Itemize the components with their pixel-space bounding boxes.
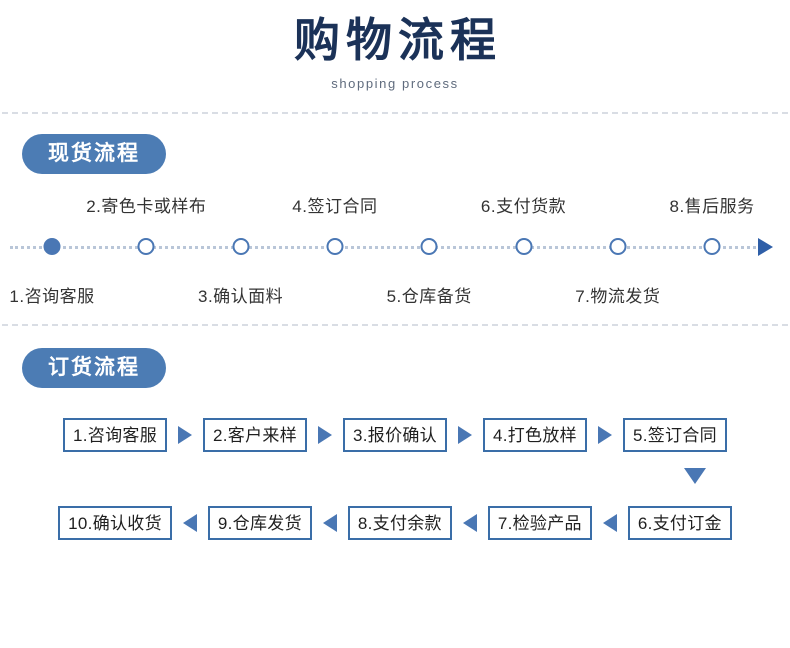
timeline-dot-6[interactable] <box>515 238 532 256</box>
timeline-dot-1[interactable] <box>43 238 61 256</box>
stock-section-header: 现货流程 <box>0 134 790 175</box>
flow-box-bottom-5[interactable]: 6.支付订金 <box>627 506 732 541</box>
arrow-left-icon <box>322 514 337 533</box>
badge-stock-flow: 现货流程 <box>22 134 166 175</box>
flow-box-top-3[interactable]: 3.报价确认 <box>343 418 447 453</box>
timeline-dot-7[interactable] <box>609 238 627 256</box>
timeline-label-6: 6.支付货款 <box>480 197 567 217</box>
timeline-dot-8[interactable] <box>703 238 721 256</box>
flow-box-top-2[interactable]: 2.客户来样 <box>203 418 307 453</box>
flowchart-row-top: 1.咨询客服 2.客户来样 3.报价确认 4.打色放样 5.签订合同 <box>0 418 790 453</box>
badge-order-flow: 订货流程 <box>22 348 166 389</box>
timeline-label-2: 2.寄色卡或样布 <box>86 197 207 217</box>
arrow-left-icon <box>182 514 197 533</box>
page-subtitle: shopping process <box>331 76 459 92</box>
divider-top <box>2 112 788 115</box>
arrow-right-icon <box>318 426 332 445</box>
timeline-label-4: 4.签订合同 <box>292 197 378 217</box>
flowchart-row-bottom: 10.确认收货 9.仓库发货 8.支付余款 7.检验产品 6.支付订金 <box>0 506 790 541</box>
arrow-left-icon <box>462 514 477 533</box>
divider-middle <box>2 324 788 327</box>
timeline-dot-4[interactable] <box>326 238 344 256</box>
timeline-label-1: 1.咨询客服 <box>9 287 95 307</box>
arrow-left-icon <box>602 514 617 533</box>
order-section-header: 订货流程 <box>0 348 790 389</box>
order-flowchart: 1.咨询客服 2.客户来样 3.报价确认 4.打色放样 5.签订合同 10.确认收货 9.… <box>0 406 790 566</box>
arrow-right-icon <box>457 426 472 445</box>
timeline-label-5: 5.仓库备货 <box>386 287 472 307</box>
flow-box-top-4[interactable]: 4.打色放样 <box>482 418 587 453</box>
flow-box-bottom-2[interactable]: 9.仓库发货 <box>207 506 312 541</box>
flow-box-bottom-1[interactable]: 10.确认收货 <box>58 506 172 541</box>
stock-timeline: 2.寄色卡或样布 4.签订合同 6.支付货款 8.售后服务 1.咨询客服 3.确认面料 5… <box>0 184 790 324</box>
timeline-dot-3[interactable] <box>232 238 250 256</box>
timeline-labels-top: 2.寄色卡或样布 4.签订合同 6.支付货款 8.售后服务 <box>0 192 790 222</box>
flow-box-top-5[interactable]: 5.签订合同 <box>622 418 727 453</box>
arrow-down-icon <box>684 468 706 485</box>
timeline-track <box>10 246 762 250</box>
arrow-right-icon <box>758 238 774 257</box>
flow-box-bottom-4[interactable]: 7.检验产品 <box>487 506 592 541</box>
timeline-dot-5[interactable] <box>420 238 438 256</box>
timeline-label-3: 3.确认面料 <box>198 287 284 307</box>
flow-box-bottom-3[interactable]: 8.支付余款 <box>347 506 452 541</box>
timeline-label-8: 8.售后服务 <box>669 197 755 217</box>
arrow-right-icon <box>178 426 193 445</box>
timeline-labels-bottom: 1.咨询客服 3.确认面料 5.仓库备货 7.物流发货 <box>0 282 790 312</box>
timeline-dot-2[interactable] <box>137 238 155 256</box>
timeline-label-7: 7.物流发货 <box>575 287 661 307</box>
page-header: 购物流程 shopping process <box>0 0 790 91</box>
page-title: 购物流程 <box>294 15 502 66</box>
flow-box-top-1[interactable]: 1.咨询客服 <box>63 418 168 453</box>
arrow-right-icon <box>597 426 612 445</box>
